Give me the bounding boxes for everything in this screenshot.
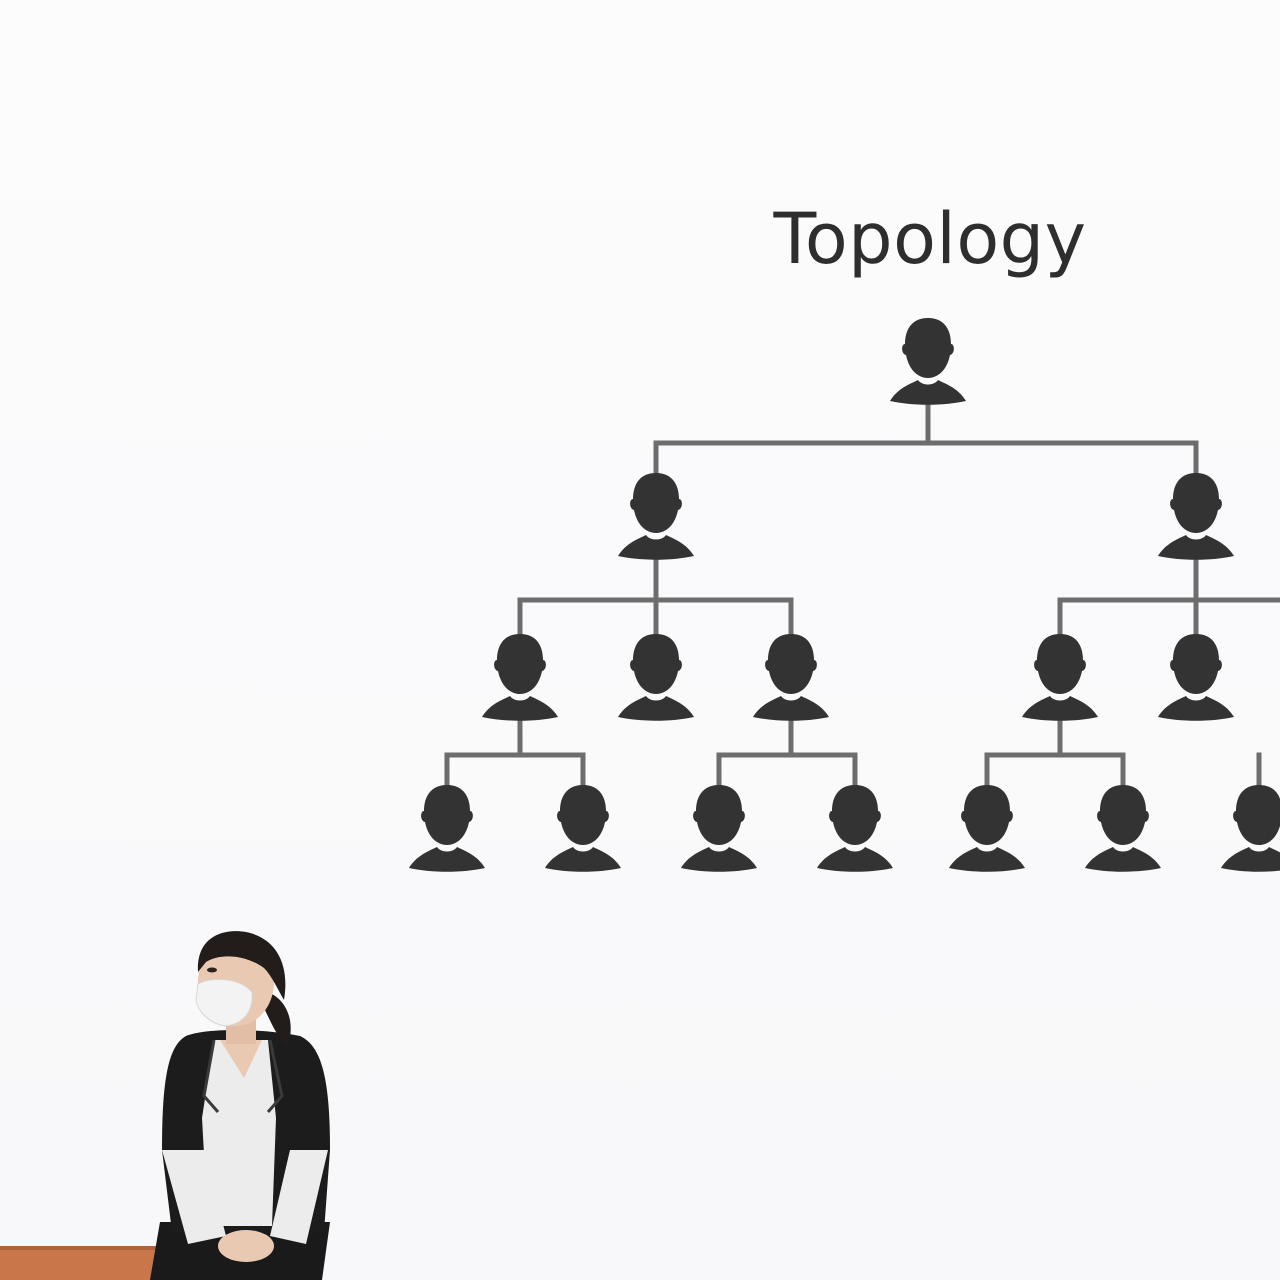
tree-nodes [409,318,1280,872]
person-node-icon [482,634,558,721]
person-node-icon [618,634,694,721]
presenter-collar-right [266,1039,284,1113]
presenter-mask [195,978,253,1027]
person-node-icon [753,634,829,721]
presenter-collar [202,1039,220,1113]
presenter-neckline [220,1040,262,1078]
person-node-icon [1022,634,1098,721]
person-node-icon [545,785,621,872]
presenter-ponytail [262,990,291,1046]
presenter-shirt [202,1040,276,1226]
person-node-icon [949,785,1025,872]
presenter-left-sleeve [162,1150,226,1244]
person-node-icon [1158,634,1234,721]
person-node-icon [1158,473,1234,560]
person-node-icon [409,785,485,872]
person-node-icon [1221,785,1280,872]
person-node-icon [1085,785,1161,872]
presenter-right-sleeve [270,1150,328,1244]
tree-connectors [444,393,1280,788]
bench [0,1246,175,1280]
diagram-title: Topology [773,198,1087,280]
bench-edge [0,1246,175,1250]
person-node-icon [618,473,694,560]
presenter-hands [218,1230,274,1262]
person-node-icon [817,785,893,872]
presenter-eye [207,967,217,973]
person-node-icon [681,785,757,872]
presenter-hair [197,931,286,1000]
person-node-icon [890,318,966,405]
